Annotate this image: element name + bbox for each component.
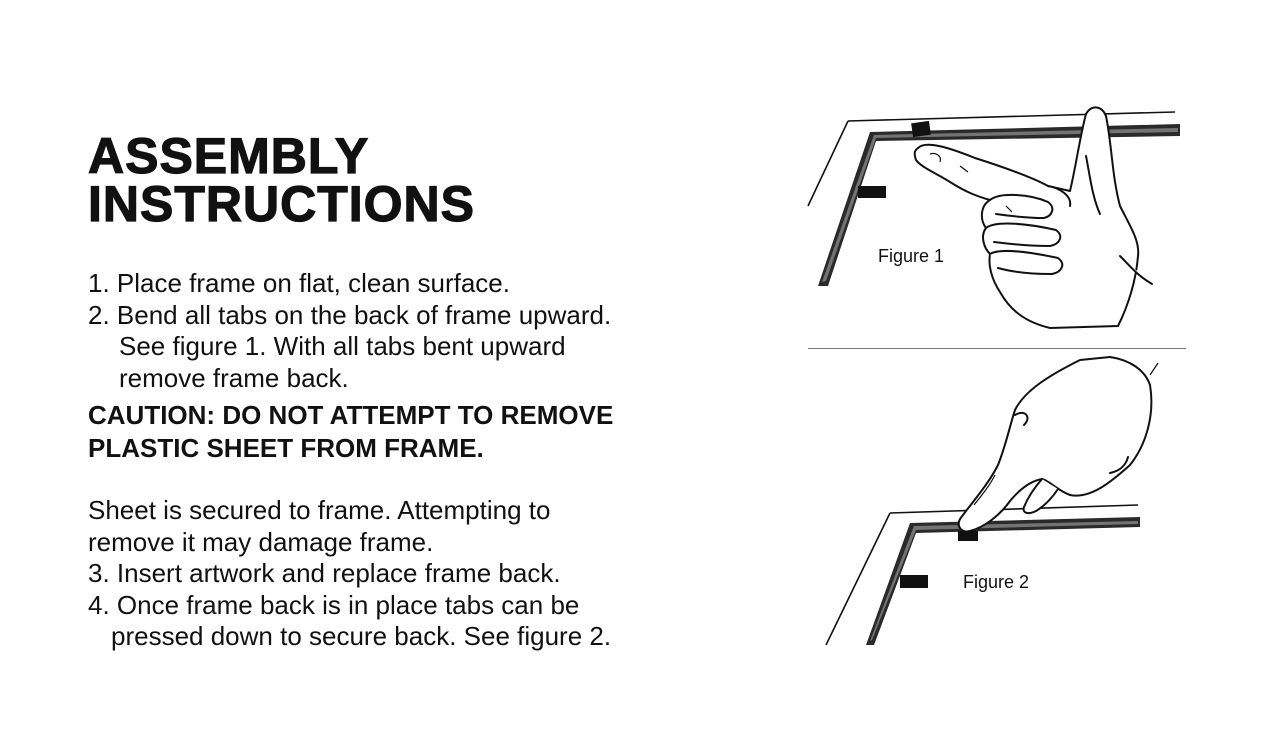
step-2-line-3: remove frame back. [119, 362, 349, 393]
figure-1-illustration: Figure 1 [800, 96, 1190, 341]
step-4-line-2: pressed down to secure back. See figure … [111, 621, 612, 651]
caution-warning: CAUTION: DO NOT ATTEMPT TO REMOVE PLASTI… [88, 399, 688, 465]
caution-line-2: PLASTIC SHEET FROM FRAME. [88, 433, 484, 463]
figure-2-drawing [825, 356, 1159, 646]
step-3: 3. Insert artwork and replace frame back… [88, 558, 561, 588]
step-4-line-1: 4. Once frame back is in place tabs can … [88, 589, 580, 620]
instructions-body: 1. Place frame on flat, clean surface. 2… [88, 268, 688, 653]
step-2-line-2: See figure 1. With all tabs bent upward [119, 331, 566, 361]
note-line-2: remove it may damage frame. [88, 526, 434, 557]
figure-1-label: Figure 1 [878, 246, 945, 266]
step-1: 1. Place frame on flat, clean surface. [88, 268, 510, 298]
figure-1-drawing [807, 106, 1181, 329]
title-line-1: ASSEMBLY [87, 128, 370, 184]
step-2-line-1: 2. Bend all tabs on the back of frame up… [88, 299, 612, 330]
page-title: ASSEMBLY INSTRUCTIONS [87, 128, 475, 232]
title-line-2: INSTRUCTIONS [87, 176, 475, 232]
caution-line-1: CAUTION: DO NOT ATTEMPT TO REMOVE [88, 400, 614, 430]
figure-2-illustration: Figure 2 [810, 355, 1180, 655]
figure-2-label: Figure 2 [963, 572, 1030, 592]
figure-divider [808, 348, 1186, 349]
note-line-1: Sheet is secured to frame. Attempting to [88, 495, 551, 525]
